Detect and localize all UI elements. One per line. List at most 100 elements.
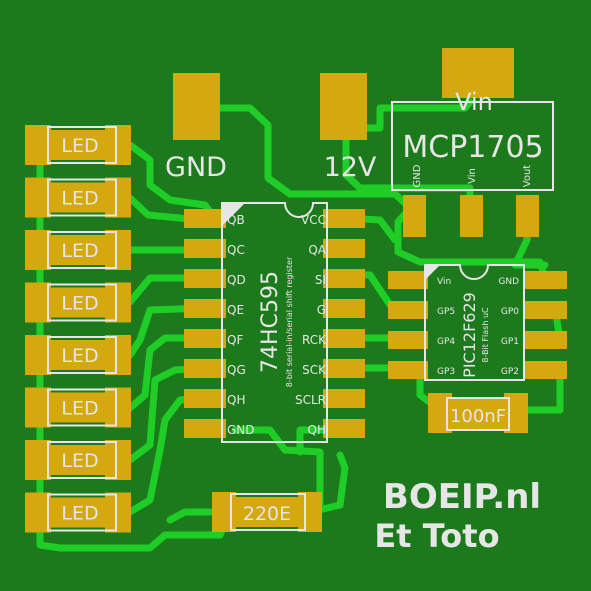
- regulator: MCP1705 GND Vin Vout: [391, 101, 554, 237]
- resistor-body: [228, 497, 308, 527]
- v12-pad[interactable]: [320, 73, 367, 140]
- shift-register-pad-right[interactable]: [323, 359, 365, 378]
- led: LED: [25, 335, 131, 375]
- shift-register-pads: [184, 209, 365, 438]
- led-body: [45, 497, 111, 528]
- led: LED: [25, 230, 131, 270]
- shift-register-pad-left[interactable]: [184, 209, 226, 228]
- led-label: LED: [61, 135, 98, 157]
- mcu-pads: [388, 271, 567, 379]
- credits-line1: BOEIP.nl: [383, 477, 541, 517]
- shift-register-pad-right[interactable]: [323, 329, 365, 348]
- shift-register-pin-label: QA: [308, 243, 326, 257]
- shift-register-pad-left[interactable]: [184, 419, 226, 438]
- shift-register-pad-left[interactable]: [184, 389, 226, 408]
- regulator-pin-vout[interactable]: [516, 195, 539, 237]
- led-outline: [47, 336, 117, 374]
- gnd-pad[interactable]: [173, 73, 220, 140]
- led-body: [45, 392, 111, 423]
- shift-register-pad-left[interactable]: [184, 239, 226, 258]
- shift-register-pin-label: QD: [227, 273, 246, 287]
- v12-label: 12V: [324, 152, 377, 183]
- shift-register-pad-right[interactable]: [323, 419, 365, 438]
- shift-register-pad-left[interactable]: [184, 269, 226, 288]
- shift-register-pad-left[interactable]: [184, 359, 226, 378]
- pin1-marker: [222, 203, 245, 226]
- capacitor: 100nF: [428, 393, 528, 433]
- mcu-pin-label: GP0: [501, 307, 519, 317]
- led-body: [45, 340, 111, 370]
- mcu-pad-left[interactable]: [388, 271, 428, 289]
- led-outline: [47, 126, 117, 164]
- mcu-pin1-marker: [425, 265, 440, 280]
- led: LED: [25, 125, 131, 165]
- shift-register-pin-label: QF: [227, 333, 243, 347]
- regulator-pin-vin-label: Vin: [467, 168, 478, 184]
- shift-register-pad-left[interactable]: [184, 329, 226, 348]
- mcu-pin-label: GP3: [437, 367, 455, 377]
- led-outline: [47, 283, 117, 322]
- led-body: [45, 130, 111, 160]
- resistor-outline: [230, 493, 306, 531]
- shift-register-pin-label: SCK: [302, 363, 327, 377]
- shift-register-pad-right[interactable]: [323, 209, 365, 228]
- mcu-pad-right[interactable]: [523, 271, 567, 289]
- led-label: LED: [61, 293, 98, 315]
- mcu-description: 8-Bit Flash uC: [481, 307, 490, 363]
- led: LED: [25, 177, 131, 218]
- shift-register-name: 74HC595: [258, 271, 283, 373]
- led-body: [45, 287, 111, 318]
- shift-register-pin-label: RCK: [302, 333, 327, 347]
- regulator-pin-gnd-label: GND: [412, 164, 423, 187]
- led-label: LED: [61, 450, 98, 472]
- led: LED: [25, 492, 131, 533]
- mcu-pin-label: GP1: [501, 337, 519, 347]
- mcu-pin-label: GP2: [501, 367, 519, 377]
- regulator-pin-vin[interactable]: [460, 195, 483, 237]
- led-label: LED: [61, 240, 98, 262]
- shift-register-pin-label: QB: [227, 213, 245, 227]
- mcu-pad-left[interactable]: [388, 331, 428, 349]
- shift-register-pin-label: QC: [227, 243, 245, 257]
- led: LED: [25, 440, 131, 480]
- shift-register-pin-label: G: [317, 303, 326, 317]
- power-pads: GND 12V Vin: [165, 48, 514, 183]
- shift-register-pad-right[interactable]: [323, 239, 365, 258]
- led-label: LED: [61, 188, 98, 210]
- led-outline: [47, 231, 117, 269]
- capacitor-outline: [446, 397, 510, 431]
- shift-register-pin-label: QH: [227, 393, 245, 407]
- mcu-pad-right[interactable]: [523, 301, 567, 319]
- led-outline: [47, 441, 117, 479]
- resistor-label: 220E: [243, 503, 291, 525]
- shift-register-pin-label: SI: [315, 273, 326, 287]
- shift-register-pin-label: QE: [227, 303, 244, 317]
- led-outline: [47, 388, 117, 427]
- credits-line2: Et Toto: [374, 517, 499, 555]
- led-label: LED: [61, 345, 98, 367]
- shift-register-pad-right[interactable]: [323, 389, 365, 408]
- regulator-pin-vout-label: Vout: [522, 165, 533, 188]
- shift-register-pad-right[interactable]: [323, 269, 365, 288]
- led-label: LED: [61, 398, 98, 420]
- mcu-pad-right[interactable]: [523, 331, 567, 349]
- mcu-pin-label: GP4: [437, 337, 455, 347]
- regulator-pin-gnd[interactable]: [403, 195, 426, 237]
- mcu-pad-left[interactable]: [388, 361, 428, 379]
- mcu-pad-right[interactable]: [523, 361, 567, 379]
- shift-register-pad-left[interactable]: [184, 299, 226, 318]
- led: LED: [25, 282, 131, 323]
- mcu-pad-left[interactable]: [388, 301, 428, 319]
- vin-pad[interactable]: [442, 48, 514, 98]
- led-body: [45, 235, 111, 265]
- led: LED: [25, 387, 131, 428]
- shift-register-pin-label: QG: [227, 363, 246, 377]
- resistor: 220E: [212, 492, 322, 532]
- shift-register-pad-right[interactable]: [323, 299, 365, 318]
- shift-register-outline: [221, 202, 328, 443]
